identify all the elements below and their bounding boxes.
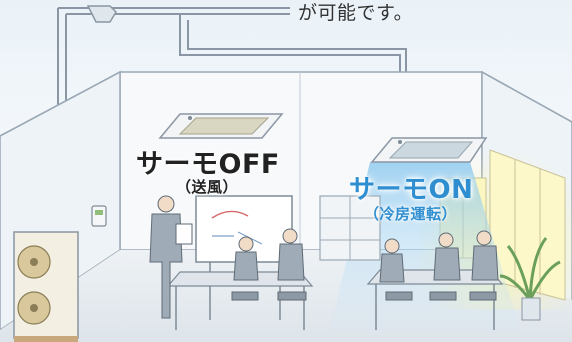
seated-figure-2 — [277, 228, 305, 281]
bookshelf — [319, 195, 381, 261]
caption-text: が可能です。 — [298, 2, 414, 24]
presenter-figure — [149, 195, 193, 319]
potted-plant-icon — [499, 237, 561, 321]
whiteboard — [195, 195, 293, 320]
thermo-on-label: サーモON — [349, 175, 474, 205]
ceiling-cassette-off — [158, 113, 284, 139]
wall-controller-icon — [91, 205, 107, 227]
thermo-off-label: サーモOFF — [136, 149, 280, 180]
seated-figure-4 — [433, 232, 461, 281]
seated-figure-5 — [471, 230, 499, 281]
chairs — [231, 291, 497, 301]
thermo-on-sub-label: （冷房運転） — [364, 205, 458, 223]
outdoor-unit — [13, 231, 79, 342]
seated-figure-1 — [233, 236, 259, 281]
ceiling-cassette-on — [370, 137, 488, 163]
people — [149, 195, 499, 319]
pipe-branch-joint-icon — [86, 5, 117, 23]
seated-figure-3 — [379, 238, 405, 283]
thermo-off-sub-label: （送風） — [176, 178, 239, 196]
